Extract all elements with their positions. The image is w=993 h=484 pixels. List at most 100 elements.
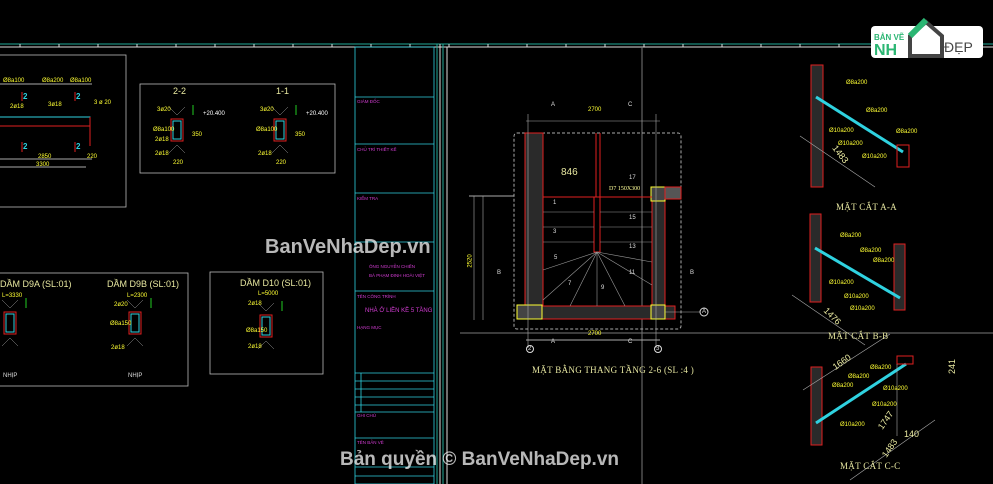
beam-title-d10: DẦM D10 (SL:01) [240,278,312,288]
brand-logo: BẢN VẼ NH ĐẸP [868,14,988,62]
stirrup-outline [172,120,182,140]
dimension-label: 2850 [38,154,52,160]
tb-director: GIÁM ĐỐC [357,99,380,104]
stirrup-label: Ø8a100 [70,78,92,84]
step-number: 9 [601,285,605,291]
rebar-label: 2ø20 [114,302,128,308]
rebar-label: Ø10a200 [850,306,875,312]
cut-marker-b: B [690,270,695,276]
stirrup-outline [275,120,285,140]
cut-marker-c: C [628,339,633,345]
sheet-frames [436,44,993,484]
leader-line [168,106,186,154]
level-mark: +20.400 [306,111,328,117]
rebar-label: 2ø18 [248,301,262,307]
span-label: NHỊP [128,373,143,379]
axis-label-a: A [702,309,707,315]
beam-title-d9b: DẦM D9B (SL:01) [107,279,180,289]
section-title-2-2: 2-2 [173,86,187,96]
title-block [354,46,435,484]
leader-line [271,106,289,154]
step-number: 5 [554,255,558,261]
step-number: 1 [553,200,557,206]
stirrup-label: Ø8a100 [3,78,25,84]
beam-length: L=3330 [2,293,23,299]
rebar-label: Ø10a200 [872,402,897,408]
rebar-label: 3ø20 [260,107,274,113]
beam-section-outline [273,118,287,142]
rebar-label: 2ø18 [10,104,24,110]
top-ruler [0,43,993,48]
level-mark: +20.400 [203,111,225,117]
tb-drawing-name: TÊN BẢN VẼ [357,440,384,445]
beam-label: D7 150X300 [609,186,641,192]
rebar-label: Ø8a200 [860,248,882,254]
rebar-label: 2ø18 [155,137,169,143]
stirrup-label: Ø8a150 [246,328,268,334]
span-label: NHỊP [3,373,18,379]
beam-detail-frames [0,54,336,387]
logo-text-small: BẢN VẼ [874,33,905,42]
plan-width-dim: 2700 [588,107,602,113]
step-number: 17 [629,175,636,181]
stair-sections [791,64,936,481]
leader-line [1,299,19,347]
section-marker: 2 [23,142,28,151]
beam-section-outline [3,311,17,335]
dimension-label: 3300 [36,162,50,168]
rebar-label: Ø8a200 [896,129,918,135]
height-dim: 350 [192,132,203,138]
tb-project-label: TÊN CÔNG TRÌNH [357,294,396,299]
winder-line [596,251,626,307]
rebar-label: Ø8a200 [873,258,895,264]
beam-elevation [0,83,92,168]
width-dim: 220 [173,160,184,166]
stirrup-label: Ø8a100 [256,127,278,133]
cut-marker-b: B [497,270,502,276]
plan-height-dim: 2520 [467,254,474,268]
cut-marker-c: C [628,102,633,108]
rebar-label: Ø10a200 [840,422,865,428]
rebar-label: 3 ø 20 [94,100,112,106]
stirrup-label: Ø8a100 [153,127,175,133]
logo-text-nh: NH [874,42,897,59]
axis-label-2: 2 [528,346,532,352]
section-title-1-1: 1-1 [276,86,290,96]
step-number: 7 [568,281,572,287]
plan-width-dim: 2700 [588,331,602,337]
cut-marker-a: A [551,339,556,345]
stirrup-outline [5,313,15,333]
rebar-label: 2ø18 [248,344,262,350]
rebar-label: Ø8a200 [866,108,888,114]
tread-dim: 846 [561,167,578,178]
winder-line [542,251,598,271]
rebar-label: Ø8a200 [832,383,854,389]
house-logo-icon: BẢN VẼ NH ĐẸP [871,17,983,59]
leader-line [257,302,275,350]
leader-line [126,299,144,347]
beam-cross-sections [1,105,297,350]
rebar-label: 2ø18 [111,345,125,351]
tb-notes: GHI CHÚ [357,413,376,418]
beam-length: L=2300 [127,293,148,299]
tb-check: KIỂM TRA [357,196,379,201]
watermark-copyright: Bản quyền © BanVeNhaDep.vn [340,449,620,470]
section-marker: 2 [23,92,28,101]
winder-line [542,251,598,301]
beam-section-outline [128,311,142,335]
beam-section-outline [259,314,273,338]
rebar-label: 3ø20 [157,107,171,113]
tb-chief-design: CHỦ TRÌ THIẾT KẾ [357,147,397,152]
rebar-label: Ø8a200 [848,374,870,380]
section-title-c-c: MẶT CẮT C-C [840,461,901,471]
rebar-label: Ø10a200 [883,386,908,392]
step-number: 11 [629,270,636,276]
cut-marker-a: A [551,102,556,108]
dimension-label: 220 [87,154,98,160]
stirrup-outline [130,313,140,333]
beam-section-outline [170,118,184,142]
stirrup-outline [261,316,271,336]
section-title-a-a: MẶT CẮT A-A [836,202,897,212]
